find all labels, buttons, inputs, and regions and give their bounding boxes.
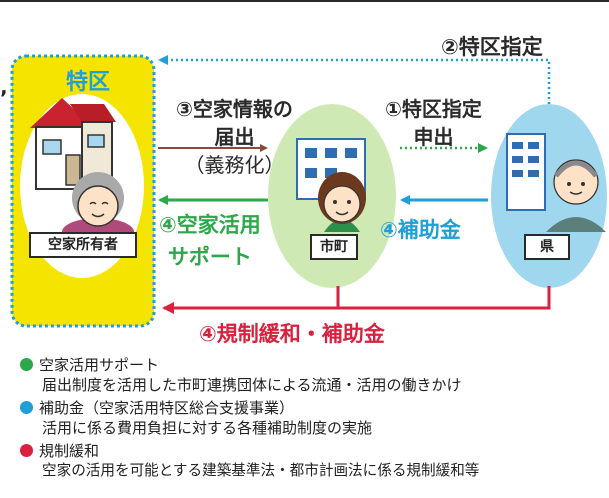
node-vacant-house-owner: 空家所有者 <box>29 232 137 258</box>
label-apply-line1: ①特区指定 <box>385 97 482 121</box>
legend: 空家活用サポート 届出制度を活用した市町連携団体による流通・活用の働きかけ 補助… <box>20 356 600 485</box>
house-icon <box>30 98 116 190</box>
legend-item-deregulation: 規制緩和 空家の活用を可能とする建築基準法・都市計画法に係る規制緩和等 <box>20 442 600 481</box>
pref-building-icon <box>506 133 546 211</box>
corner-mark: ʼ <box>0 86 8 110</box>
legend-description: 活用に係る費用負担に対する各種補助制度の実施 <box>42 419 373 437</box>
woman-official-icon <box>318 172 366 232</box>
legend-title: 規制緩和 <box>39 442 100 460</box>
label-support-line2: サポート <box>167 244 252 269</box>
label-report: ③空家情報の 届出 （義務化） <box>176 95 293 179</box>
legend-title: 補助金（空家活用特区総合支援事業） <box>39 399 295 417</box>
legend-title: 空家活用サポート <box>39 356 160 374</box>
legend-description: 届出制度を活用した市町連携団体による流通・活用の働きかけ <box>42 376 462 394</box>
node-city: 市町 <box>310 234 358 260</box>
legend-item-subsidy: 補助金（空家活用特区総合支援事業） 活用に係る費用負担に対する各種補助制度の実施 <box>20 399 600 438</box>
label-apply: ①特区指定 申出 <box>385 95 482 151</box>
legend-dot-red <box>20 444 33 457</box>
arrow-dereg <box>162 286 551 314</box>
legend-item-support: 空家活用サポート 届出制度を活用した市町連携団体による流通・活用の働きかけ <box>20 356 600 395</box>
node-prefecture: 県 <box>524 234 570 260</box>
label-apply-line2: 申出 <box>413 125 454 149</box>
top-rule <box>0 0 609 2</box>
label-subsidy: ④補助金 <box>380 218 461 242</box>
label-special-zone: 特区 <box>65 70 110 95</box>
man-official-icon <box>546 159 606 232</box>
label-deregulation: ④規制緩和・補助金 <box>199 322 385 346</box>
legend-dot-blue <box>20 401 33 414</box>
label-designation: ②特区指定 <box>441 35 543 59</box>
label-report-line2: 届出 <box>214 125 255 149</box>
label-support: ④空家活用 サポート <box>159 210 261 273</box>
legend-dot-green <box>20 358 33 371</box>
label-support-line1: ④空家活用 <box>159 213 261 237</box>
legend-description: 空家の活用を可能とする建築基準法・都市計画法に係る規制緩和等 <box>42 462 480 479</box>
label-report-line1: ③空家情報の <box>176 97 293 121</box>
label-report-line3: （義務化） <box>184 153 285 177</box>
